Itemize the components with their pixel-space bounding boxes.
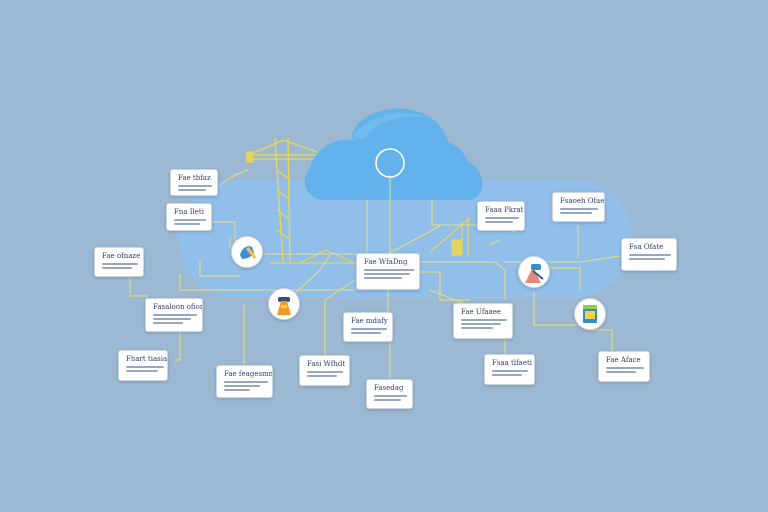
- label-card-title: Fasaloon ofion: [153, 303, 203, 311]
- label-card-title: Fae WfaDng: [364, 258, 408, 266]
- label-card: Faaa Pkrat: [477, 201, 525, 231]
- hand-tool-icon: [231, 236, 263, 268]
- label-card-title: Fae mdafy: [351, 317, 388, 325]
- label-card: Fae tbfaz: [170, 169, 218, 196]
- label-card-title: Fsaoeh Ofaetd: [560, 197, 605, 205]
- label-card: Fae feagesmmat: [216, 365, 273, 398]
- label-card: Fhart tiasiau: [118, 350, 168, 381]
- label-card-title: Fae Aface: [606, 356, 641, 364]
- label-card-title: Faaa Pkrat: [485, 206, 524, 214]
- cloud-shape: [304, 108, 483, 200]
- label-card: Fasaloon ofion: [145, 298, 203, 332]
- label-card-title: Fae ofnaze: [102, 252, 141, 260]
- label-card-title: Fsa Ofate: [629, 243, 664, 251]
- crane-bridge: [270, 217, 471, 264]
- label-card: Fasi Wfhdt: [299, 355, 350, 386]
- label-card-title: Fae tbfaz: [178, 174, 211, 182]
- label-card: Fae ofnaze: [94, 247, 144, 277]
- label-card: Fae Aface: [598, 351, 650, 382]
- label-card: Fna Ileti: [166, 203, 212, 231]
- label-card-title: Fhart tiasiau: [126, 355, 168, 363]
- label-card-title: Fna Ileti: [174, 208, 204, 216]
- label-card: Fae mdafy: [343, 312, 393, 342]
- label-card-title: Fae feagesmmat: [224, 370, 272, 378]
- label-card-title: Fsaa tlfaeti: [492, 359, 533, 367]
- circle-node-icon: [375, 148, 405, 178]
- label-card: Fae WfaDng: [356, 253, 420, 290]
- label-card: Fsaoeh Ofaetd: [552, 192, 605, 222]
- label-card: Fae Ufaaee: [453, 303, 513, 339]
- label-card: Fsa Ofate: [621, 238, 677, 271]
- label-card-title: Fasi Wfhdt: [307, 360, 346, 368]
- crane-figure-icon: [518, 256, 550, 288]
- crane-left: [246, 137, 326, 263]
- label-card: Fasedag: [366, 379, 413, 409]
- building-block-icon: [574, 298, 606, 330]
- label-card-title: Fasedag: [374, 384, 404, 392]
- label-card: Fsaa tlfaeti: [484, 354, 535, 385]
- label-card-title: Fae Ufaaee: [461, 308, 502, 316]
- worker-icon: [268, 288, 300, 320]
